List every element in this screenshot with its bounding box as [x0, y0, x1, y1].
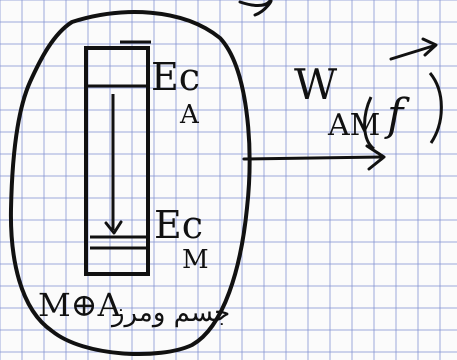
fall-arrow-icon: [104, 94, 123, 235]
top-scribble-mark: [238, 0, 273, 17]
energy-top-main: Ec: [151, 55, 200, 99]
energy-bottom-sub: M: [182, 245, 209, 275]
energy-label-top: Ec A: [151, 55, 200, 130]
vector-arrow-icon: [389, 37, 438, 61]
energy-label-bottom: Ec M: [154, 203, 209, 275]
system-boundary: [8, 10, 252, 357]
system-label-arabic: جسم ومرز: [110, 298, 230, 328]
work-subscript-label: AM: [327, 108, 380, 143]
force-symbol: f: [384, 90, 410, 141]
system-label-latin: M⊕A: [38, 286, 122, 324]
system-label: M⊕A جسم ومرز: [38, 286, 230, 328]
work-label: W AM f: [294, 37, 443, 151]
object-column: [84, 40, 151, 276]
energy-transfer-arrow: [242, 144, 386, 171]
energy-top-sub: A: [179, 100, 200, 130]
energy-bottom-main: Ec: [154, 203, 203, 247]
work-main-label: W: [294, 60, 338, 109]
